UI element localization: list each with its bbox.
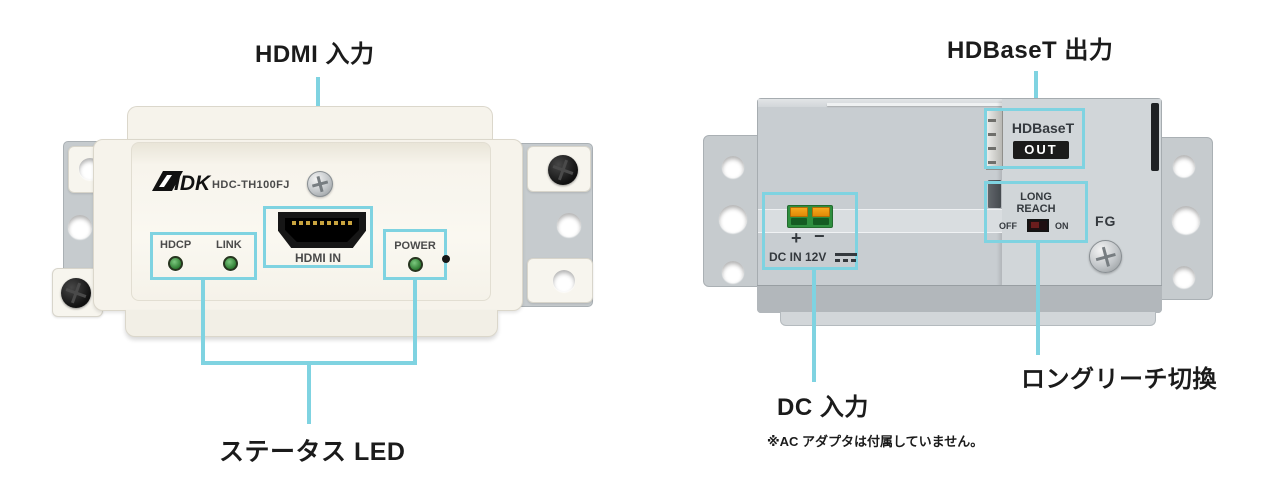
front-screw-top-right bbox=[548, 155, 578, 185]
front-plate-top bbox=[127, 106, 493, 144]
rear-hole-left-top bbox=[722, 156, 744, 178]
dc-terminal-block bbox=[787, 205, 833, 228]
hdbaset-highlight-box bbox=[984, 108, 1085, 169]
link-led bbox=[223, 256, 238, 271]
callout-line-hdbaset bbox=[1034, 71, 1038, 111]
rear-bottom-strip bbox=[757, 285, 1162, 313]
switch-on-label: ON bbox=[1055, 221, 1069, 231]
switch-edge-nub bbox=[988, 180, 1001, 208]
callout-hdmi-input: HDMI 入力 bbox=[255, 41, 375, 68]
callout-status-led: ステータス LED bbox=[219, 438, 406, 466]
hdbaset-out-badge: OUT bbox=[1013, 141, 1069, 159]
long-reach-switch bbox=[1027, 219, 1049, 232]
fg-screw bbox=[1089, 240, 1122, 273]
model-label: HDC-TH100FJ bbox=[212, 179, 290, 191]
dc-input-highlight-box bbox=[762, 192, 858, 270]
dc-minus-label: − bbox=[814, 226, 825, 246]
idk-logo-icon: IDK bbox=[152, 171, 212, 194]
callout-long-reach: ロングリーチ切換 bbox=[1021, 366, 1217, 393]
rear-hole-left-mid bbox=[719, 205, 747, 233]
front-screw-bottom-left bbox=[61, 278, 91, 308]
front-hole-mid-right bbox=[557, 213, 581, 237]
front-screw-center bbox=[307, 171, 333, 197]
dc-terminal-lever-minus bbox=[812, 207, 830, 217]
status-line-left bbox=[201, 280, 205, 365]
dc-terminal-lever-plus bbox=[790, 207, 808, 217]
front-pinhole bbox=[442, 255, 450, 263]
rear-raised-panel bbox=[1002, 99, 1161, 285]
link-led-label: LINK bbox=[216, 239, 242, 251]
rear-hole-right-mid bbox=[1172, 206, 1200, 234]
callout-line-dc bbox=[812, 270, 816, 382]
callout-dc-note: ※AC アダプタは付属していません。 bbox=[767, 434, 984, 449]
long-reach-line2: REACH bbox=[1016, 203, 1056, 215]
hdmi-port-pins bbox=[292, 221, 352, 225]
callout-hdbaset-output: HDBaseT 出力 bbox=[947, 37, 1114, 64]
rear-hole-right-top bbox=[1173, 155, 1195, 177]
hdbaset-port-title: HDBaseT bbox=[1011, 120, 1075, 136]
dc-terminal-port-plus bbox=[791, 218, 807, 225]
front-plate-bottom bbox=[125, 310, 498, 337]
rear-bottom-tab bbox=[780, 312, 1156, 326]
dc-terminal-port-minus bbox=[813, 218, 829, 225]
status-line-right bbox=[413, 280, 417, 365]
power-led-highlight-box bbox=[383, 229, 447, 280]
hdmi-port bbox=[278, 212, 366, 248]
front-hole-mid-left bbox=[68, 215, 92, 239]
status-line-drop bbox=[307, 361, 311, 424]
rear-hole-left-bottom bbox=[722, 261, 744, 283]
brand-text: IDK bbox=[174, 172, 212, 194]
status-led-highlight-box bbox=[150, 232, 257, 280]
switch-off-label: OFF bbox=[999, 221, 1017, 231]
fg-label: FG bbox=[1095, 213, 1117, 229]
dc-symbol-icon bbox=[835, 253, 857, 262]
dc-plus-label: + bbox=[791, 228, 802, 248]
front-hole-bottom-right bbox=[553, 270, 575, 292]
rear-top-groove bbox=[827, 103, 1002, 106]
rear-vent-slot bbox=[1151, 103, 1159, 171]
power-led bbox=[408, 257, 423, 272]
dc-in-label: DC IN 12V bbox=[769, 250, 827, 264]
hdmi-highlight-box bbox=[263, 206, 373, 268]
power-led-label: POWER bbox=[394, 240, 436, 252]
long-reach-highlight-box bbox=[984, 181, 1088, 243]
hdcp-led bbox=[168, 256, 183, 271]
callout-dc-input: DC 入力 bbox=[777, 394, 869, 421]
hdmi-port-label: HDMI IN bbox=[295, 251, 341, 265]
rear-hole-right-bottom bbox=[1173, 266, 1195, 288]
callout-line-long-reach bbox=[1036, 243, 1040, 355]
hdcp-led-label: HDCP bbox=[160, 239, 192, 251]
long-reach-line1: LONG bbox=[1020, 191, 1052, 203]
